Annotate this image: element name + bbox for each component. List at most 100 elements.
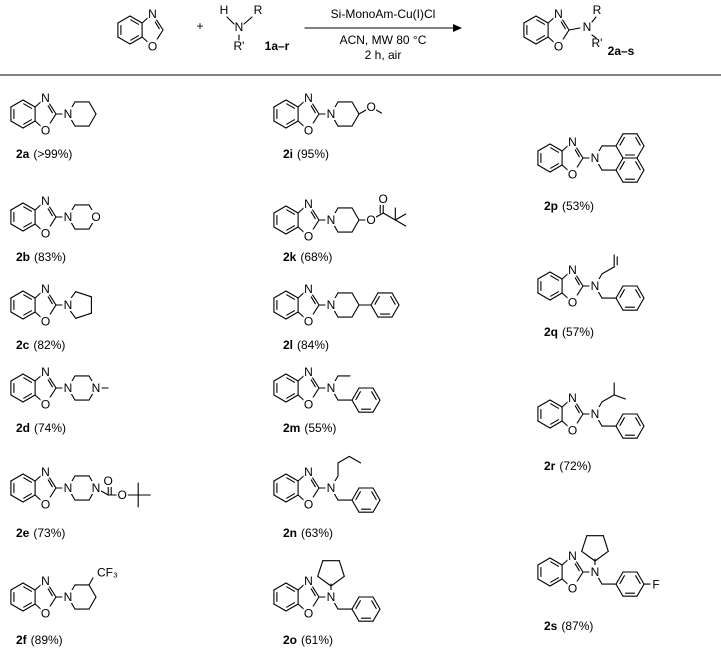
compound-code: 2p: [544, 199, 558, 213]
atom-mask: [40, 397, 51, 411]
double-bond: [355, 391, 361, 401]
compound-yield: (82%): [33, 338, 65, 352]
bond: [141, 36, 149, 43]
bond: [561, 18, 570, 31]
bond: [273, 582, 287, 591]
atom-mask: [326, 298, 337, 311]
double-bond: [550, 403, 560, 409]
compound-yield: (83%): [34, 250, 66, 264]
bond: [100, 490, 109, 496]
N-atom: N: [304, 465, 313, 479]
N-atom: N: [304, 365, 313, 379]
double-bond: [23, 222, 33, 228]
bond: [636, 583, 645, 597]
bond: [333, 309, 339, 318]
bond: [549, 292, 563, 301]
bond: [273, 373, 287, 382]
bond: [297, 207, 305, 214]
compound-yield: (>99%): [33, 147, 72, 161]
N-atom: N: [64, 298, 73, 312]
double-bond: [47, 479, 53, 488]
bond: [34, 292, 42, 299]
double-bond: [23, 119, 33, 125]
bond: [549, 399, 563, 408]
bond: [297, 475, 305, 482]
double-bond: [550, 561, 560, 567]
bond: [243, 16, 253, 25]
atom-mask: [63, 590, 74, 603]
atom-mask: [303, 123, 314, 137]
double-bond: [550, 291, 560, 297]
bond: [338, 560, 345, 577]
double-bond: [574, 277, 580, 286]
bond: [372, 499, 381, 513]
catalyst-label: Si-MonoAm-Cu(I)Cl: [331, 7, 436, 21]
bond: [372, 399, 381, 413]
double-bond: [310, 296, 316, 305]
bond: [351, 304, 360, 318]
N-atom: N: [92, 481, 101, 495]
atom-mask: [651, 577, 662, 591]
atom-mask: [63, 381, 74, 394]
O-atom: O: [304, 398, 313, 412]
bond: [285, 311, 299, 320]
bond: [391, 304, 400, 318]
atom-mask: [147, 6, 158, 20]
bond: [317, 575, 332, 587]
bond: [568, 27, 581, 31]
bond: [285, 473, 299, 482]
atom-mask: [303, 229, 314, 243]
bond: [75, 291, 92, 298]
double-bond: [536, 19, 546, 25]
N-atom: N: [304, 282, 313, 296]
bond: [88, 221, 94, 230]
bond: [285, 226, 299, 235]
N-atom: N: [591, 565, 600, 579]
O-atom: O: [568, 296, 577, 310]
bond: [636, 145, 645, 159]
bond: [394, 213, 407, 221]
N-atom: N: [304, 91, 313, 105]
bond: [297, 120, 305, 127]
bond: [636, 157, 645, 171]
bond: [351, 608, 360, 622]
bond: [22, 202, 36, 211]
bond: [88, 392, 94, 401]
double-bond: [550, 147, 560, 153]
bond: [22, 120, 36, 129]
O-atom: O: [41, 124, 50, 138]
bond: [88, 577, 94, 586]
compound-code: 2e: [16, 526, 30, 540]
solvent-temp-label: ACN, MW 80 °C: [340, 33, 427, 47]
bond: [549, 271, 563, 280]
O-atom: O: [379, 192, 388, 206]
bond: [615, 157, 624, 171]
double-bond: [574, 405, 580, 414]
bond: [34, 394, 42, 401]
bond: [22, 494, 36, 503]
O-atom: O: [41, 398, 50, 412]
bond: [372, 487, 381, 501]
double-bond: [23, 493, 33, 499]
double-bond: [23, 310, 33, 316]
O-atom: O: [568, 582, 577, 596]
bond: [10, 373, 24, 382]
double-bond: [47, 105, 53, 114]
bond: [615, 571, 624, 585]
bond: [285, 603, 299, 612]
bond: [285, 120, 299, 129]
compound-yield: (95%): [297, 147, 329, 161]
bond: [597, 290, 603, 299]
compound-code: 2o: [283, 633, 297, 647]
bond: [636, 425, 645, 439]
bond: [561, 420, 569, 427]
bond: [351, 207, 360, 221]
bond: [22, 603, 36, 612]
double-bond: [619, 161, 625, 171]
bond: [10, 394, 24, 403]
bond: [575, 402, 584, 415]
atom-mask: [40, 314, 51, 328]
bond: [285, 582, 299, 591]
bond: [285, 494, 299, 503]
bond: [285, 205, 299, 214]
